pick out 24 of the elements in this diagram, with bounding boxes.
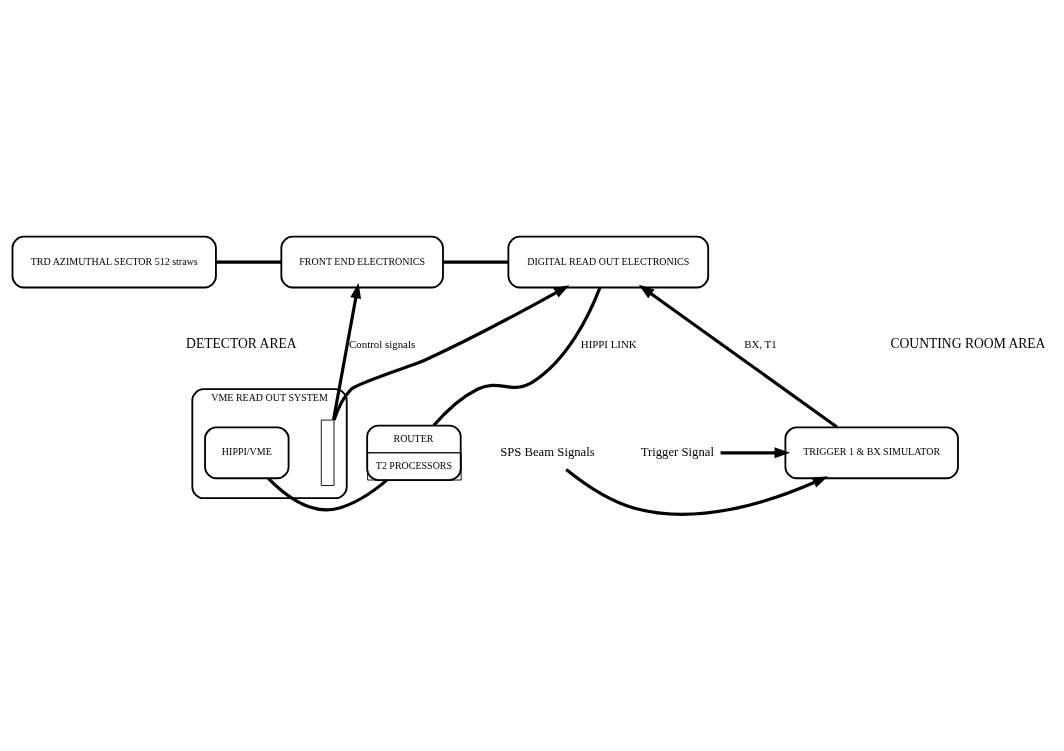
label: DETECTOR AREA bbox=[186, 335, 297, 351]
edge-label: BX, T1 bbox=[744, 337, 777, 350]
arrow bbox=[638, 284, 839, 429]
node-label: VME READ OUT SYSTEM bbox=[211, 391, 328, 403]
node-box: TRD AZIMUTHAL SECTOR 512 straws bbox=[11, 235, 217, 289]
edge-label: Control signals bbox=[349, 337, 416, 350]
node-text: SPS Beam Signals bbox=[500, 445, 595, 460]
arrow bbox=[565, 468, 829, 516]
edge-label: HIPPI LINK bbox=[580, 337, 637, 350]
node-bar bbox=[320, 419, 335, 486]
label: COUNTING ROOM AREA bbox=[890, 335, 1046, 351]
arrow bbox=[331, 282, 362, 421]
node-box: FRONT END ELECTRONICS bbox=[280, 235, 444, 289]
node-box: TRIGGER 1 & BX SIMULATOR bbox=[784, 426, 959, 480]
node-box: HIPPI/VME bbox=[204, 426, 290, 480]
arrow bbox=[332, 285, 570, 421]
connector bbox=[432, 287, 602, 427]
connector bbox=[267, 477, 388, 512]
connector bbox=[443, 260, 509, 264]
node-box: DIGITAL READ OUT ELECTRONICS bbox=[507, 235, 710, 289]
arrow bbox=[720, 447, 791, 459]
connector bbox=[216, 260, 282, 264]
node-text: Trigger Signal bbox=[640, 445, 714, 460]
cluster bbox=[191, 388, 348, 500]
